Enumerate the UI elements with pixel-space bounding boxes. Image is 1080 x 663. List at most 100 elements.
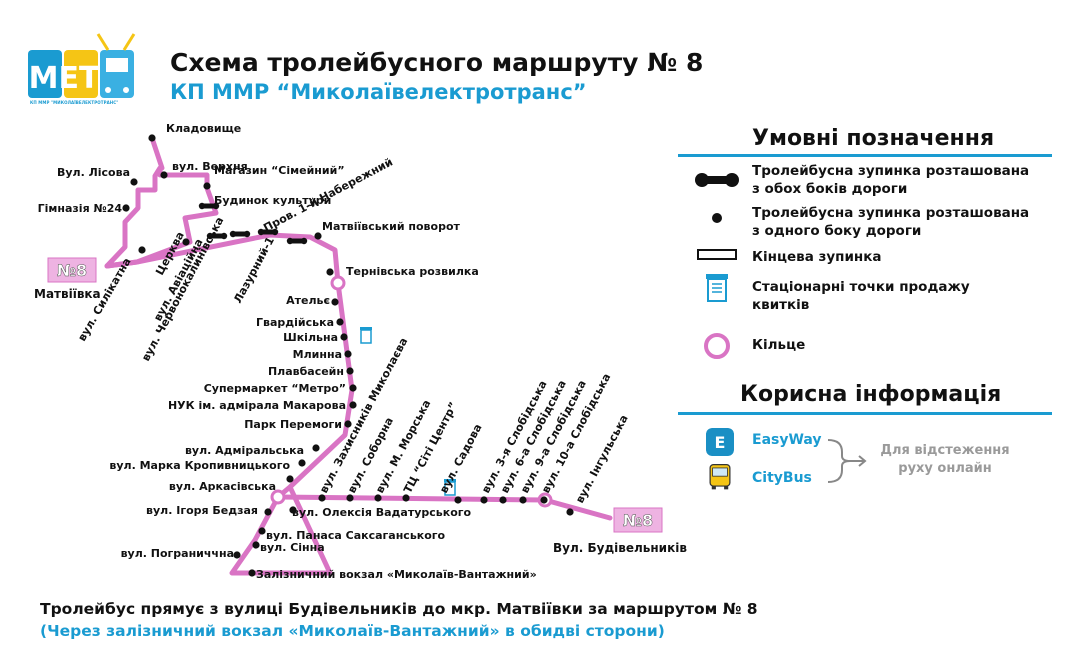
single-stop-dot	[331, 298, 339, 306]
terminal-badge-text: №8	[623, 511, 653, 530]
easyway-label: EasyWay	[752, 432, 822, 448]
stop-label: вул. Пограниччна	[121, 547, 234, 560]
single-stop-dot	[454, 496, 462, 504]
stop-label: Супермаркет “Метро”	[204, 382, 346, 395]
info-divider	[678, 412, 1052, 415]
stop-label: НУК ім. адмірала Макарова	[168, 399, 346, 412]
double-stop-icon	[695, 173, 739, 187]
stop-label: Залізничний вокзал «Миколаїв-Вантажний»	[256, 568, 537, 581]
terminal-badge-text: №8	[57, 261, 87, 280]
terminal-badge	[613, 507, 663, 533]
single-stop-dot	[318, 494, 326, 502]
double-stop-dot	[212, 202, 220, 210]
stop-label: вул. Олексія Вадатурського	[292, 506, 471, 519]
stop-label: вул. Сінна	[260, 541, 325, 554]
citybus-icon	[709, 464, 731, 490]
single-stop-dot	[289, 506, 297, 514]
single-stop-dot	[402, 494, 410, 502]
single-stop-dot	[130, 178, 138, 186]
logo-text: МЕТ	[29, 61, 100, 96]
stop-label: вул. Панаса Саксаганського	[266, 529, 446, 542]
double-stop-dot	[300, 237, 308, 245]
route-line-2	[104, 232, 355, 576]
terminal-label: Матвіївка	[34, 287, 101, 301]
stop-label: вул. Адміральська	[185, 444, 304, 457]
single-stop-icon	[712, 213, 722, 223]
single-stop-dot	[344, 420, 352, 428]
tracking-note: Для відстеження руху онлайн	[880, 443, 1010, 476]
single-stop-dot	[286, 475, 294, 483]
route-line-1	[149, 135, 165, 171]
single-stop-dot	[349, 401, 357, 409]
stop-label: Тернівська розвилка	[346, 265, 479, 278]
stop-label: Ательє	[286, 294, 330, 307]
single-stop-dot	[346, 494, 354, 502]
stop-label: вул. Верхня	[172, 160, 248, 173]
met-logo: МЕТ	[28, 33, 136, 98]
svg-text:E: E	[715, 433, 726, 452]
stop-label: Млинна	[293, 348, 342, 361]
double-stop-dot	[257, 228, 265, 236]
single-stop-dot	[519, 496, 527, 504]
loop-ring-icon	[704, 333, 730, 359]
footer-route-note: Тролейбус прямує з вулиці Будівельників …	[40, 600, 758, 618]
legend-item-terminal: Кінцева зупинка	[752, 249, 882, 265]
stop-label: Будинок культури	[214, 194, 331, 207]
legend-item-kiosk: Стаціонарні точки продажу квитків	[752, 279, 970, 313]
single-stop-dot	[203, 182, 211, 190]
single-stop-dot	[314, 232, 322, 240]
stop-label: Парк Перемоги	[244, 418, 342, 431]
single-stop-dot	[540, 496, 548, 504]
stop-label: вул. Марка Кропивницького	[109, 459, 290, 472]
single-stop-dot	[312, 444, 320, 452]
legend-divider	[678, 154, 1052, 157]
ticket-kiosk-roof	[360, 327, 372, 330]
single-stop-dot	[298, 459, 306, 467]
single-stop-dot	[138, 246, 146, 254]
single-stop-dot	[374, 494, 382, 502]
loop-ring	[270, 489, 286, 505]
legend-icons	[695, 173, 739, 359]
page-title: Схема тролейбусного маршруту № 8	[170, 48, 704, 77]
legend-title: Умовні позначення	[752, 126, 995, 151]
stop-label: Плавбасейн	[268, 365, 344, 378]
citybus-label: CityBus	[752, 470, 812, 486]
terminal-label: Вул. Будівельників	[553, 541, 687, 555]
single-stop-dot	[233, 551, 241, 559]
single-stop-dot	[182, 238, 190, 246]
ticket-kiosk-icon	[706, 274, 728, 302]
stop-label: Кладовище	[166, 122, 241, 135]
single-stop-dot	[148, 134, 156, 142]
stop-label: Лазурний-1	[231, 235, 277, 306]
single-stop-dot	[340, 333, 348, 341]
single-stop-dot	[480, 496, 488, 504]
single-stop-dot	[344, 350, 352, 358]
terminal-stop-icon	[697, 249, 737, 260]
stop-label: Матвіївський поворот	[322, 220, 461, 233]
legend-item-ring: Кільце	[752, 337, 806, 353]
single-stop-dot	[248, 569, 256, 577]
route-stops	[122, 134, 574, 577]
single-stop-dot	[264, 508, 272, 516]
terminal-badge	[47, 257, 97, 283]
logo-caption: КП ММР "МИКОЛАЇВЕЛЕКТРОТРАНС"	[30, 100, 119, 105]
single-stop-dot	[252, 541, 260, 549]
stop-label: вул. Аркасівська	[169, 480, 276, 493]
double-stop-dot	[271, 228, 279, 236]
double-stop-dot	[206, 232, 214, 240]
legend-item-single-stop: Тролейбусна зупинка розташована з одного…	[752, 205, 1030, 239]
ticket-kiosk-body	[360, 329, 372, 344]
single-stop-dot	[160, 171, 168, 179]
stop-label: вул. Ігоря Бедзая	[146, 504, 258, 517]
single-stop-dot	[499, 496, 507, 504]
stop-label: Гвардійська	[256, 316, 334, 329]
double-stop-dot	[286, 237, 294, 245]
double-stop-dot	[243, 230, 251, 238]
info-title: Корисна інформація	[740, 382, 1002, 407]
single-stop-dot	[566, 508, 574, 516]
single-stop-dot	[258, 527, 266, 535]
single-stop-dot	[336, 318, 344, 326]
stop-label: Магазин “Сімейний”	[214, 164, 345, 177]
